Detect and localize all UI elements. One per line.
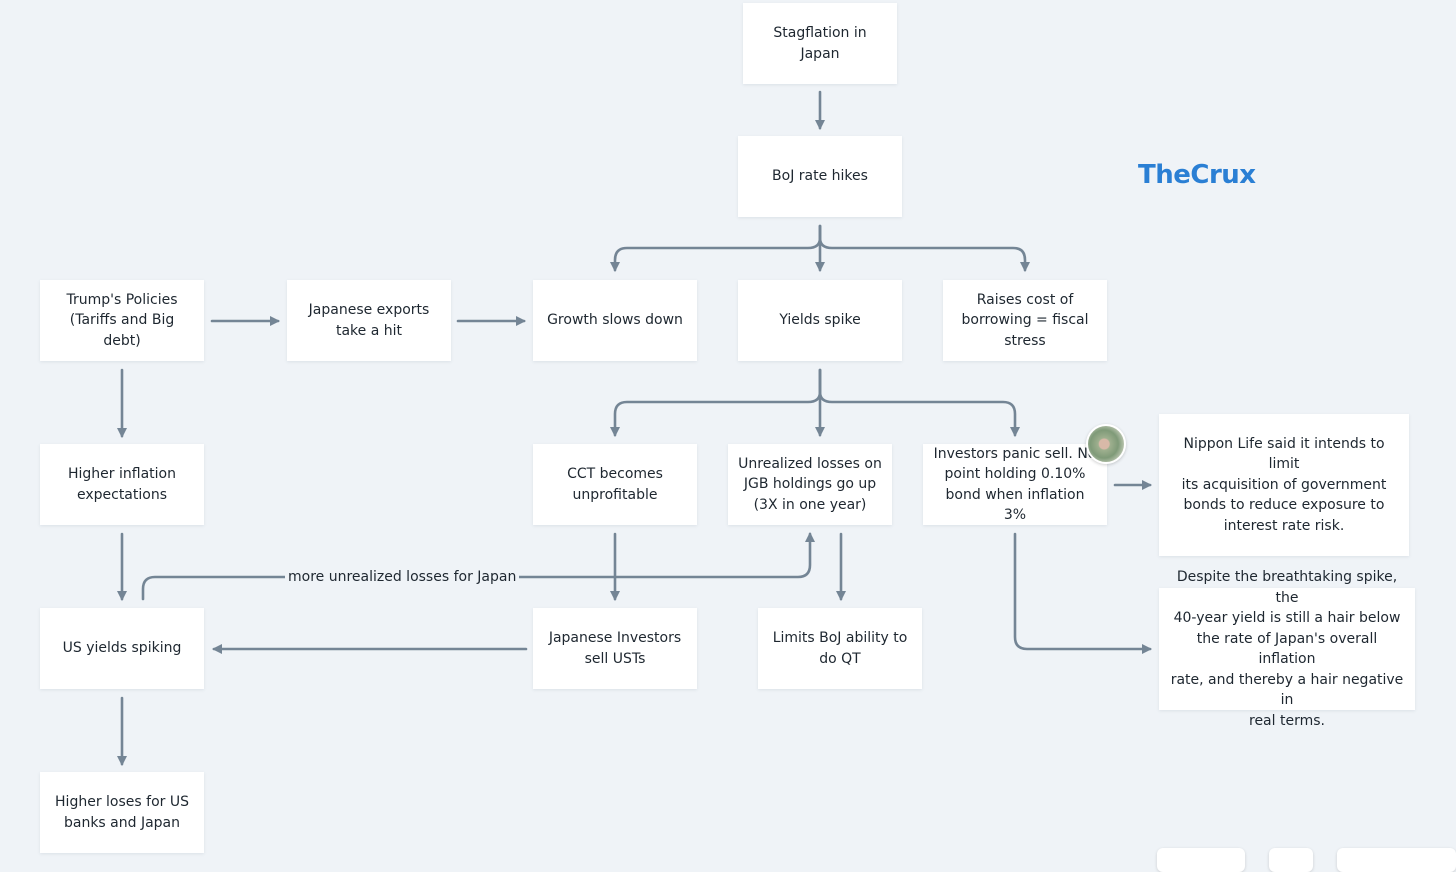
node-limits-boj[interactable]: Limits BoJ ability to do QT xyxy=(758,608,922,689)
node-label-line: interest rate risk. xyxy=(1223,517,1345,534)
node-label: Yields spike xyxy=(779,312,861,329)
node-higher-inflation[interactable]: Higher inflation expectations xyxy=(40,444,204,525)
node-label-line: Trump's Policies xyxy=(66,291,178,308)
node-label-line: point holding 0.10% xyxy=(944,466,1086,482)
node-label-line: stress xyxy=(1004,332,1046,349)
node-cct-unprofitable[interactable]: CCT becomes unprofitable xyxy=(533,444,697,525)
node-us-yields-spiking[interactable]: US yields spiking xyxy=(40,608,204,689)
node-label-line: rate, and thereby a hair negative in xyxy=(1170,671,1404,709)
node-forty-year-yield[interactable]: Despite the breathtaking spike, the 40-y… xyxy=(1159,569,1415,729)
node-label-line: sell USTs xyxy=(584,650,646,667)
node-label-line: Limits BoJ ability to xyxy=(772,630,908,646)
edge-boj-to-growth xyxy=(610,224,822,272)
node-label-line: (3X in one year) xyxy=(753,496,867,513)
node-trump-policies[interactable]: Trump's Policies (Tariffs and Big debt) xyxy=(40,280,204,361)
node-nippon-life[interactable]: Nippon Life said it intends to limit its… xyxy=(1159,414,1409,556)
node-label-line: bonds to reduce exposure to xyxy=(1183,497,1385,514)
node-label-line: Unrealized losses on xyxy=(738,455,882,472)
node-label-line: do QT xyxy=(819,650,861,667)
collaborator-avatar[interactable] xyxy=(1086,424,1126,464)
node-japanese-exports[interactable]: Japanese exports take a hit xyxy=(287,280,451,361)
toolbar-group[interactable] xyxy=(1337,848,1456,872)
edge-investors-to-forty-year xyxy=(1013,532,1152,654)
node-unrealized-losses[interactable]: Unrealized losses on JGB holdings go up … xyxy=(728,444,892,525)
node-label-line: Japanese exports xyxy=(308,302,430,318)
node-growth-slows[interactable]: Growth slows down xyxy=(533,280,697,361)
node-label-line: JGB holdings go up xyxy=(743,476,877,493)
node-label-line: Japanese Investors xyxy=(548,630,682,646)
node-label: Growth slows down xyxy=(547,312,683,329)
node-label-line: Nippon Life said it intends to limit xyxy=(1183,435,1385,473)
node-label-line: expectations xyxy=(76,486,167,503)
edge-label-more-unrealized: more unrealized losses for Japan xyxy=(285,568,520,586)
node-boj-rate-hikes[interactable]: BoJ rate hikes xyxy=(738,136,902,217)
edge-us-yields-to-unrealized xyxy=(141,532,815,601)
zoom-controls[interactable] xyxy=(1157,848,1245,872)
node-yields-spike[interactable]: Yields spike xyxy=(738,280,902,361)
node-label: Stagflation in Japan xyxy=(773,25,867,62)
node-label: US yields spiking xyxy=(62,640,182,657)
node-label-line: Raises cost of xyxy=(976,291,1074,308)
node-label-line: bond when inflation 3% xyxy=(945,486,1085,524)
node-japanese-investors[interactable]: Japanese Investors sell USTs xyxy=(533,608,697,689)
node-label-line: unprofitable xyxy=(572,486,658,503)
node-label-line: CCT becomes xyxy=(567,466,663,482)
node-label-line: take a hit xyxy=(335,322,402,339)
hand-tool-button[interactable] xyxy=(1269,848,1313,872)
node-higher-loses[interactable]: Higher loses for US banks and Japan xyxy=(40,772,204,853)
edge-yields-to-cct xyxy=(610,368,822,437)
node-stagflation[interactable]: Stagflation in Japan xyxy=(743,3,897,84)
node-label-line: its acquisition of government xyxy=(1181,476,1387,493)
brand-logo: TheCrux xyxy=(1138,160,1256,190)
node-label-line: Higher inflation xyxy=(68,466,176,482)
node-label-line: Higher loses for US xyxy=(55,794,189,810)
node-label-line: Despite the breathtaking spike, the xyxy=(1176,569,1398,606)
node-label-line: Investors panic sell. No xyxy=(933,445,1097,462)
node-label-line: 40-year yield is still a hair below xyxy=(1173,610,1401,626)
edge-boj-to-raises-cost xyxy=(818,224,1030,272)
node-label-line: the rate of Japan's overall inflation xyxy=(1196,630,1378,668)
node-label-line: banks and Japan xyxy=(63,814,181,831)
node-label-line: borrowing = fiscal xyxy=(961,312,1089,329)
node-investors-panic[interactable]: Investors panic sell. No point holding 0… xyxy=(923,444,1107,525)
edge-yields-to-investors xyxy=(818,368,1020,437)
node-label: BoJ rate hikes xyxy=(772,168,868,185)
node-label-line: real terms. xyxy=(1249,712,1325,729)
node-label-line: (Tariffs and Big debt) xyxy=(69,312,175,349)
node-raises-cost[interactable]: Raises cost of borrowing = fiscal stress xyxy=(943,280,1107,361)
